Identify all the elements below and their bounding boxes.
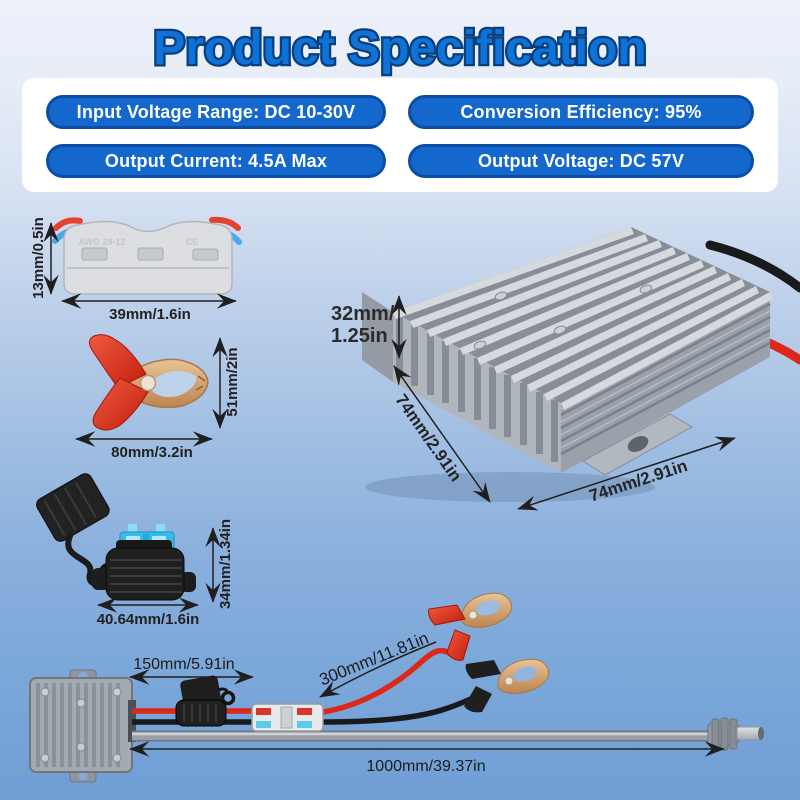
- spec-badge-output-current: Output Current: 4.5A Max: [46, 144, 386, 178]
- red-clip-wire: [322, 647, 454, 715]
- converter-width-arrow: [517, 436, 736, 511]
- clip-width-label: 80mm/3.2in: [111, 444, 193, 461]
- spec-badge-efficiency: Conversion Efficiency: 95%: [408, 95, 754, 129]
- fuse-height-label: 34mm/1.34in: [217, 519, 234, 609]
- connector-height-label: 13mm/0.5in: [30, 217, 47, 299]
- connector-width-label: 39mm/1.6in: [109, 306, 191, 323]
- converter-photo: [362, 227, 800, 502]
- converter-height-label-line2: 1.25in: [331, 325, 388, 347]
- assembly-black-clip: [464, 658, 550, 713]
- fuse-holder-photo: [36, 473, 196, 601]
- assembly-red-clip: [428, 592, 513, 661]
- converter-black-wire: [705, 240, 800, 293]
- spec-badge-input-voltage: Input Voltage Range: DC 10-30V: [46, 95, 386, 129]
- clip-height-label: 51mm/2in: [224, 347, 241, 416]
- page-title: Product Specification: [153, 22, 646, 75]
- assembly-clip-wires-label: 300mm/11.81in: [317, 628, 432, 689]
- spec-card: Input Voltage Range: DC 10-30V Conversio…: [22, 78, 778, 192]
- dc-plug: [707, 717, 764, 751]
- fuse-dimensions: 34mm/1.34in 40.64mm/1.6in: [97, 519, 234, 628]
- assembly-connector: [251, 703, 324, 732]
- assembly-clip-wires-arrow: [319, 641, 437, 698]
- black-clip-wire: [132, 693, 480, 725]
- assembly-photo: [29, 592, 764, 783]
- assembly-input-section-label: 150mm/5.91in: [133, 656, 234, 673]
- assembly-converter: [29, 669, 136, 783]
- fuse-width-label: 40.64mm/1.6in: [97, 611, 200, 628]
- heatsink-fins: [393, 227, 773, 410]
- spec-badge-output-voltage: Output Voltage: DC 57V: [408, 144, 754, 178]
- connector-dimensions: 13mm/0.5in 39mm/1.6in: [30, 217, 237, 323]
- alligator-clip-photo: [88, 334, 209, 431]
- converter-depth-arrow: [393, 365, 491, 503]
- assembly-output-cable-label: 1000mm/39.37in: [366, 758, 485, 775]
- wire-connector-photo: AWG 28-12 CE: [52, 216, 242, 295]
- connector-marking-ce: CE: [186, 237, 199, 247]
- connector-marking-awg: AWG 28-12: [78, 237, 125, 247]
- assembly-fuse-holder: [175, 675, 236, 727]
- converter-height-label-line1: 32mm/: [331, 303, 395, 325]
- clip-dimensions: 51mm/2in 80mm/3.2in: [75, 337, 241, 461]
